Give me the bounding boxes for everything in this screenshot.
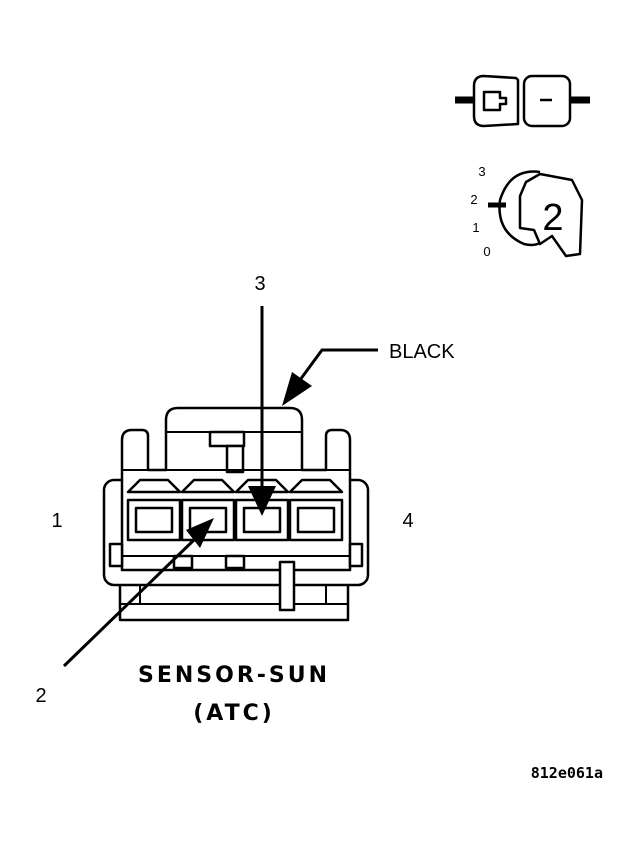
pin-label-1: 1 bbox=[51, 510, 62, 532]
pin-label-3: 3 bbox=[254, 273, 265, 295]
key-selector-icon: 3 2 1 0 2 bbox=[470, 164, 584, 259]
scale-label-3: 3 bbox=[478, 164, 485, 179]
scale-label-1: 1 bbox=[472, 220, 479, 235]
cavity-4 bbox=[288, 478, 344, 542]
connector-body bbox=[102, 406, 370, 622]
connector-subtitle: (ATC) bbox=[193, 701, 275, 726]
wire-color-label: BLACK bbox=[389, 341, 455, 363]
scale-label-0: 0 bbox=[483, 244, 490, 259]
pin-label-4: 4 bbox=[402, 510, 413, 532]
figure-code: 812e061a bbox=[531, 764, 603, 782]
connector-halves-icon bbox=[455, 74, 590, 128]
callout-arrow-3 bbox=[248, 306, 276, 516]
callout-arrow-black bbox=[282, 348, 378, 406]
key-number: 2 bbox=[542, 197, 563, 239]
scale-label-2: 2 bbox=[470, 192, 477, 207]
cavity-1 bbox=[126, 478, 182, 542]
callout-arrow-2 bbox=[62, 518, 214, 668]
cavity-2 bbox=[180, 478, 236, 542]
pin-label-2: 2 bbox=[35, 685, 46, 707]
connector-title: SENSOR-SUN bbox=[138, 663, 330, 688]
